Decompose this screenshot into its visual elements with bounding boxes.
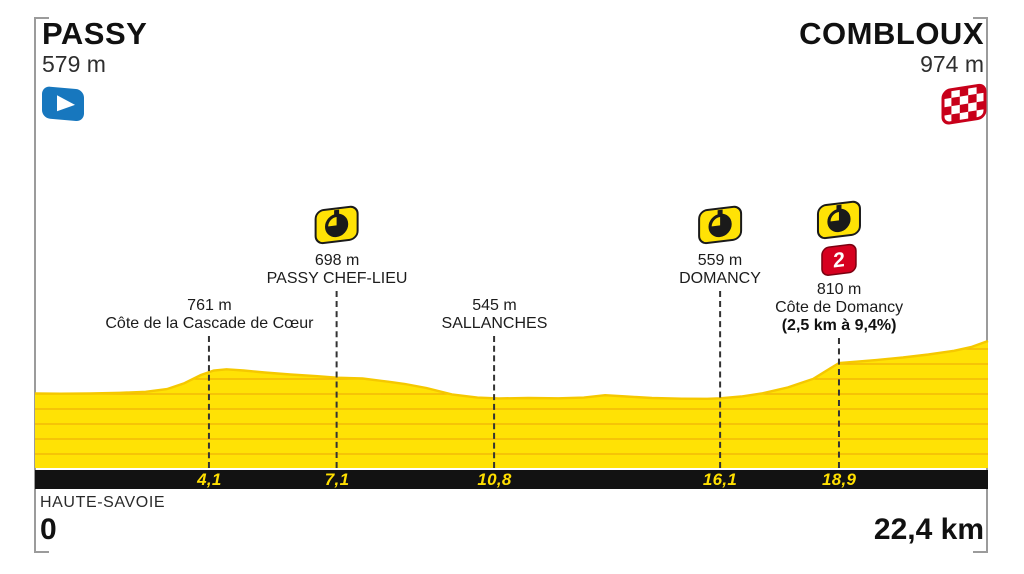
- waypoint-sallanches: 545 m SALLANCHES: [442, 297, 548, 468]
- start-elevation: 579 m: [42, 51, 147, 79]
- finish-town-name: COMBLOUX: [799, 18, 984, 51]
- waypoint-elevation: 810 m: [817, 281, 861, 299]
- waypoint-elevation: 698 m: [315, 252, 359, 270]
- km-tick-label: 18,9: [822, 470, 856, 489]
- waypoint-elevation: 761 m: [187, 297, 231, 315]
- waypoint-name: Côte de Domancy: [775, 299, 903, 317]
- start-km-label: 0: [40, 513, 57, 547]
- waypoint-passy-chef-lieu: 698 m PASSY CHEF-LIEU: [267, 205, 408, 468]
- finish-flag-icon: [940, 82, 988, 133]
- start-town-name: PASSY: [42, 18, 147, 51]
- waypoint-dashed-line: [493, 336, 495, 468]
- finish-block: COMBLOUX 974 m: [799, 18, 984, 78]
- waypoint-dashed-line: [838, 338, 840, 468]
- waypoint-name: PASSY CHEF-LIEU: [267, 270, 408, 288]
- waypoint-elevation: 559 m: [698, 252, 742, 270]
- climb-length-gradient: (2,5 km à 9,4%): [782, 317, 897, 335]
- region-label: HAUTE-SAVOIE: [40, 494, 165, 512]
- km-tick-label: 16,1: [703, 470, 737, 489]
- stopwatch-flag-icon: [696, 205, 744, 249]
- waypoint-domancy: 559 m DOMANCY: [679, 205, 761, 468]
- start-block: PASSY 579 m: [42, 18, 147, 78]
- waypoint-dashed-line: [336, 291, 338, 468]
- waypoint-dashed-line: [719, 291, 721, 468]
- waypoint-dashed-line: [208, 336, 210, 468]
- waypoint-cote-de-domancy: 2 810 m Côte de Domancy (2,5 km à 9,4%): [775, 200, 903, 468]
- stopwatch-flag-icon: [815, 200, 863, 242]
- category-2-climb-badge: 2: [819, 243, 859, 281]
- km-tick-label: 4,1: [197, 470, 222, 489]
- svg-text:2: 2: [833, 248, 845, 272]
- finish-elevation: 974 m: [799, 51, 984, 79]
- total-distance-label: 22,4 km: [874, 513, 984, 547]
- km-tick-label: 10,8: [477, 470, 511, 489]
- waypoint-elevation: 545 m: [472, 297, 516, 315]
- stopwatch-flag-icon: [313, 205, 361, 249]
- waypoint-name: DOMANCY: [679, 270, 761, 288]
- start-flag-icon: [40, 82, 88, 131]
- km-tick-label: 7,1: [325, 470, 350, 489]
- waypoint-name: SALLANCHES: [442, 315, 548, 333]
- distance-bar: 4,1 7,1 10,8 16,1 18,9: [35, 470, 988, 489]
